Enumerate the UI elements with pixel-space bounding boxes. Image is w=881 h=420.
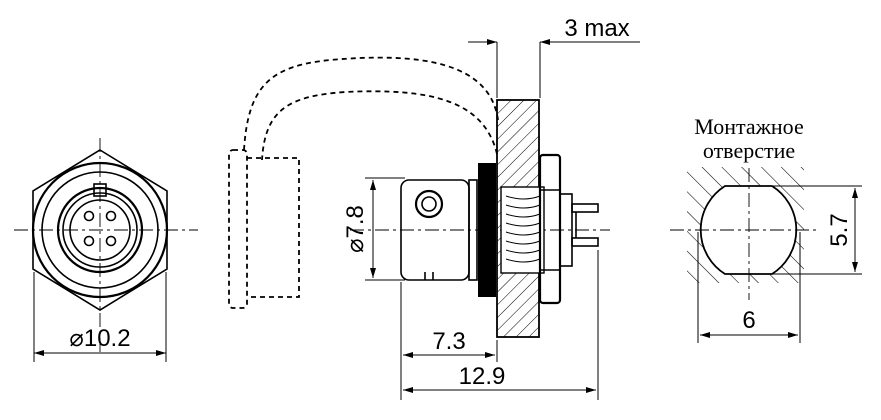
outer-ring xyxy=(31,161,169,299)
hole-height-label: 5.7 xyxy=(826,213,853,246)
solder-terminal xyxy=(571,203,599,213)
mounting-hole-view: Монтажное отверстие 5.7 6 xyxy=(670,114,862,343)
length-total-label: 12.9 xyxy=(459,363,506,390)
solder-terminal xyxy=(571,237,599,247)
sealing-gasket xyxy=(478,163,496,297)
key-notch xyxy=(93,183,107,197)
hole-width-label: 6 xyxy=(742,307,755,334)
hex-nut-outline xyxy=(32,149,168,311)
front-diameter-label: ⌀10.2 xyxy=(69,325,130,352)
mounting-hole-label-line2: отверстие xyxy=(703,138,795,163)
side-view: ⌀7.8 7.3 12.9 3 max xyxy=(228,15,640,400)
threaded-sleeve xyxy=(500,186,545,274)
dust-cap-tether xyxy=(243,56,499,151)
panel-max-label: 3 max xyxy=(564,15,629,42)
body-diameter-label: ⌀7.8 xyxy=(342,205,369,253)
contact-pin xyxy=(83,210,95,222)
contact-pin xyxy=(83,235,95,247)
dust-cap xyxy=(228,149,248,309)
contact-pin xyxy=(105,235,117,247)
length-flange-label: 7.3 xyxy=(432,328,465,355)
mounting-hole-label-line1: Монтажное xyxy=(694,114,803,139)
contact-pin xyxy=(105,210,117,222)
latch-hole xyxy=(414,189,444,219)
front-view: ⌀10.2 xyxy=(14,138,198,362)
